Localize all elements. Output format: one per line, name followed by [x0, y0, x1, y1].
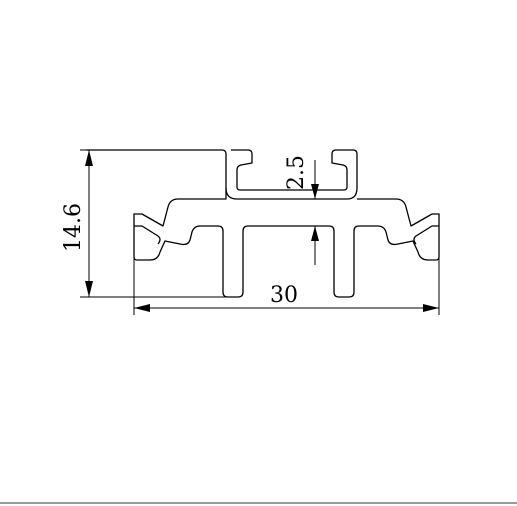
- profile-right-flange: [413, 225, 439, 245]
- height-arrow-top: [85, 150, 93, 166]
- slot-arrow-top: [311, 184, 319, 199]
- width-arrow-right: [423, 304, 439, 312]
- profile-left-flange: [134, 225, 161, 245]
- width-dimension-label: 30: [270, 283, 298, 308]
- profile-body: [133, 188, 440, 298]
- height-dimension-label: 14.6: [61, 203, 86, 252]
- height-arrow-bottom: [85, 281, 93, 297]
- profile-outline: [86, 149, 358, 200]
- slot-arrow-bottom: [311, 226, 319, 241]
- width-arrow-left: [134, 304, 150, 312]
- slot-dimension-label: 2.5: [284, 155, 309, 190]
